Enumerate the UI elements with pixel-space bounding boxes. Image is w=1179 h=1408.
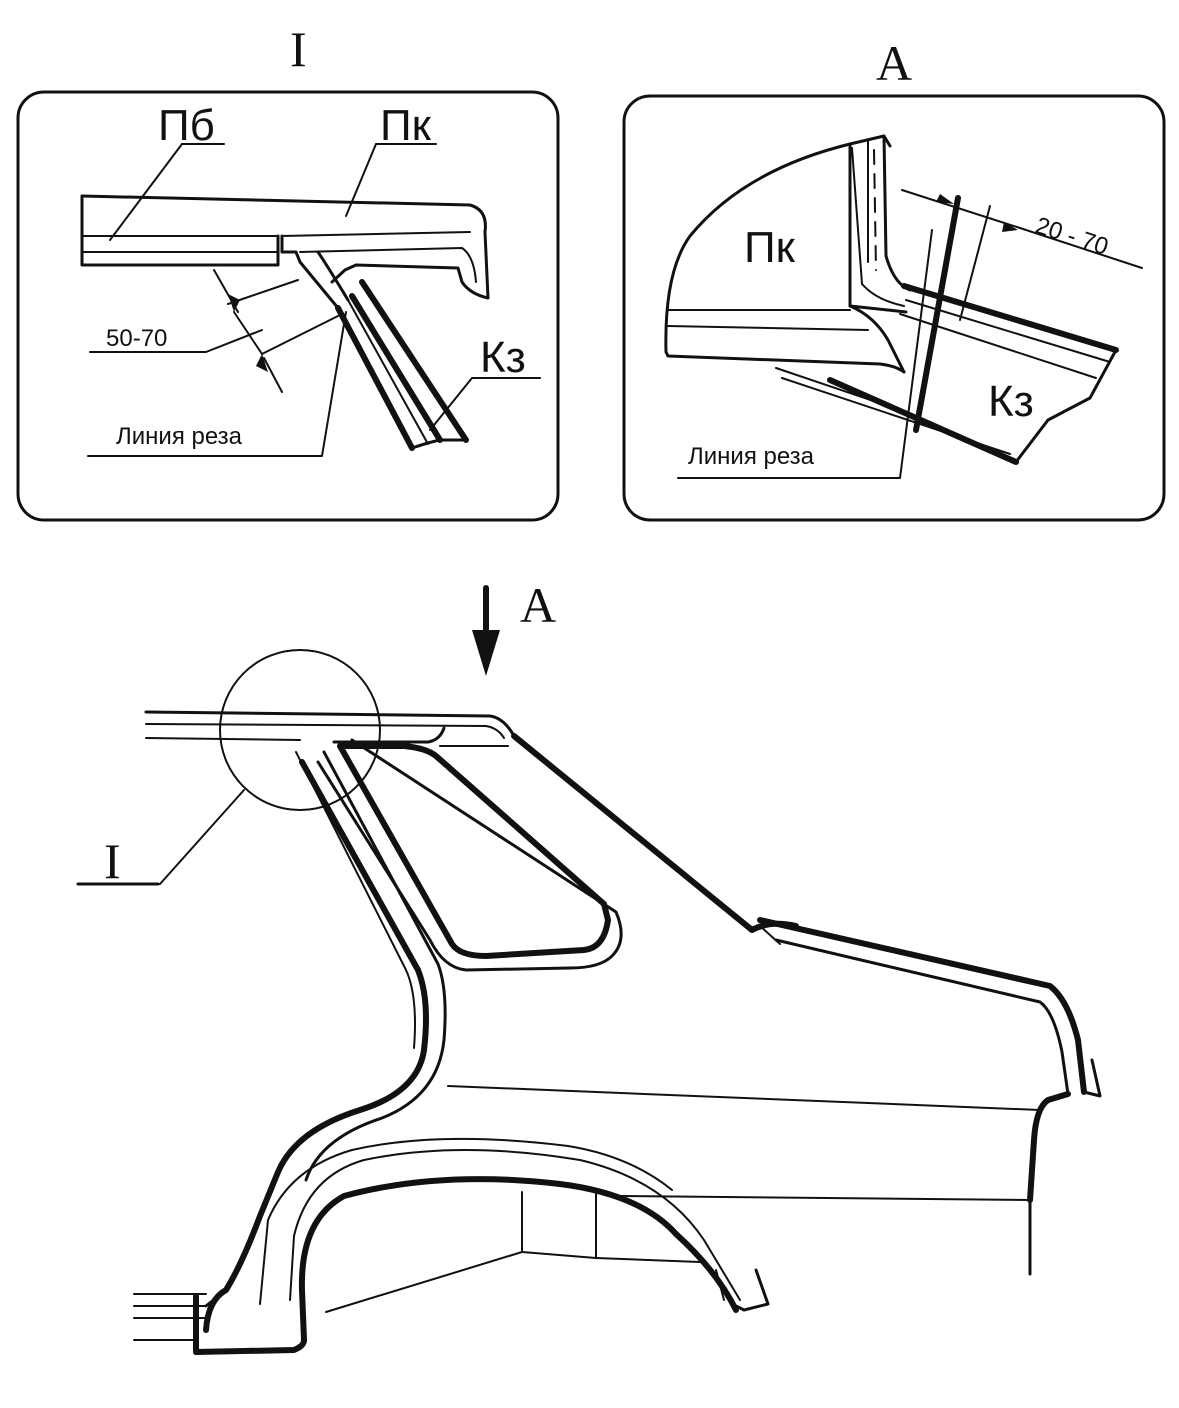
detail-i-drawing <box>80 143 541 457</box>
view-a-title: A <box>876 35 912 91</box>
view-direction-label: A <box>520 577 556 633</box>
detail-i-cut-line-label: Линия реза <box>116 423 243 450</box>
detail-i-label-kz: Кз <box>480 333 526 382</box>
view-a-cut-line-label: Линия реза <box>688 443 815 470</box>
view-direction-arrow <box>472 585 500 676</box>
car-body-side-panel <box>133 710 1102 1355</box>
detail-i-label-pb: Пб <box>158 101 215 150</box>
view-a-drawing <box>664 134 1143 479</box>
detail-i-callout-label: I <box>104 833 121 889</box>
view-a-panel <box>622 94 1166 522</box>
detail-i-callout <box>76 649 381 886</box>
detail-i-title: I <box>290 21 307 77</box>
view-a-label-kz: Кз <box>988 377 1034 426</box>
detail-i-label-pk: Пк <box>380 101 432 150</box>
detail-i-dimension: 50-70 <box>106 325 167 352</box>
view-a-label-pk: Пк <box>744 223 796 272</box>
